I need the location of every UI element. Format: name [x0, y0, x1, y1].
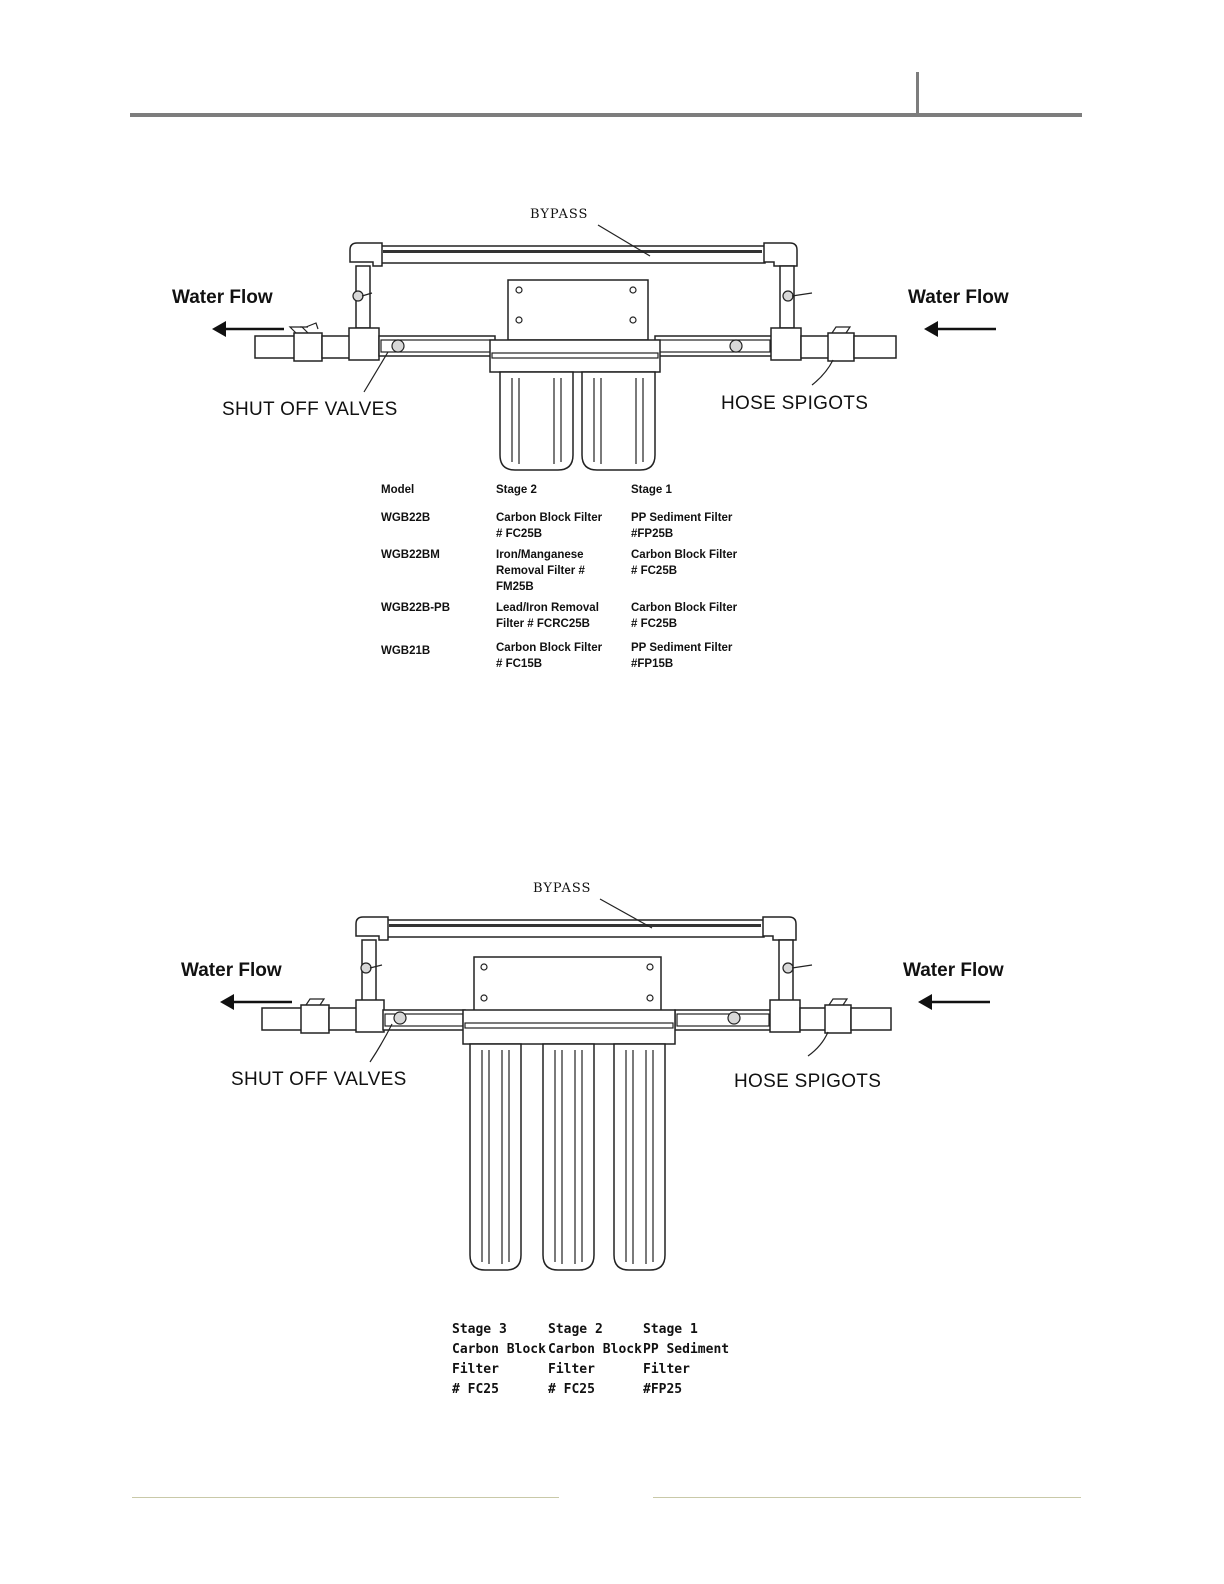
bypass-valve-left: [352, 290, 373, 302]
hose-leader: [811, 359, 834, 386]
table-cell-model: WGB21B: [381, 645, 431, 657]
header-rule: [130, 113, 1082, 117]
table-cell-stage-2: Carbon Block Filter # FC15B: [496, 642, 603, 670]
stage-1-description: Stage 1 PP Sediment Filter #FP25: [643, 1322, 730, 1397]
bypass-leader: [597, 224, 651, 257]
bypass-label: BYPASS: [533, 881, 592, 896]
main-pipe-right: [654, 326, 897, 362]
main-pipe-left: [261, 998, 466, 1034]
table-cell-stage-1: Carbon Block Filter # FC25B: [631, 602, 738, 630]
filter-housing-stage-2: [542, 1043, 595, 1271]
table-cell-stage-1: PP Sediment Filter #FP25B: [631, 512, 733, 540]
filter-housing-stage-2: [499, 371, 574, 471]
model-table: Model Stage 2 Stage 1 WGB22B Carbon Bloc…: [381, 482, 781, 682]
shut-off-valve-left: [393, 1011, 407, 1025]
water-flow-label-left: Water Flow: [181, 960, 282, 981]
footer-rule-left: [132, 1497, 559, 1498]
table-cell-stage-2: Iron/Manganese Removal Filter # FM25B: [496, 549, 585, 593]
mounting-bracket: [473, 956, 662, 1012]
bypass-valve-right: [782, 290, 813, 302]
filter-head: [489, 339, 661, 373]
shut-off-valve-left: [391, 339, 405, 353]
header-divider-tick: [916, 72, 919, 115]
filter-head: [462, 1009, 676, 1045]
table-cell-stage-2: Carbon Block Filter # FC25B: [496, 512, 603, 540]
shut-off-leader: [369, 1023, 393, 1063]
table-header-model: Model: [381, 484, 415, 496]
table-cell-stage-1: PP Sediment Filter #FP15B: [631, 642, 733, 670]
bypass-label: BYPASS: [530, 207, 589, 222]
table-cell-stage-1: Carbon Block Filter # FC25B: [631, 549, 738, 577]
filter-housing-stage-3: [469, 1043, 522, 1271]
filter-housing-stage-1: [581, 371, 656, 471]
stage-3-description: Stage 3 Carbon Block Filter # FC25: [452, 1322, 546, 1397]
footer-rule-right: [653, 1497, 1081, 1498]
shut-off-valves-label: SHUT OFF VALVES: [231, 1069, 407, 1090]
water-flow-label-left: Water Flow: [172, 287, 273, 308]
table-cell-model: WGB22B-PB: [381, 602, 451, 614]
table-cell-model: WGB22BM: [381, 549, 440, 561]
bypass-pipe: [355, 916, 797, 1003]
table-cell-model: WGB22B: [381, 512, 431, 524]
bypass-valve-right: [782, 962, 813, 974]
shut-off-leader: [363, 351, 389, 393]
shut-off-valve-right: [727, 1011, 741, 1025]
water-flow-label-right: Water Flow: [903, 960, 1004, 981]
bypass-valve-left: [360, 962, 383, 974]
water-flow-label-right: Water Flow: [908, 287, 1009, 308]
flow-arrow-right: [924, 321, 996, 337]
flow-arrow-right: [918, 994, 990, 1010]
filter-housing-stage-1: [613, 1043, 666, 1271]
hose-spigots-label: HOSE SPIGOTS: [721, 393, 869, 414]
main-pipe-right: [674, 998, 892, 1034]
table-header-stage-2: Stage 2: [496, 484, 537, 496]
bypass-leader: [599, 898, 653, 929]
table-header-stage-1: Stage 1: [631, 484, 672, 496]
mounting-bracket: [507, 279, 649, 341]
hose-leader: [807, 1031, 829, 1057]
flow-arrow-left: [220, 994, 292, 1010]
flow-arrow-left: [212, 321, 284, 337]
stage-2-description: Stage 2 Carbon Block Filter # FC25: [548, 1322, 642, 1397]
hose-spigots-label: HOSE SPIGOTS: [734, 1071, 882, 1092]
shut-off-valve-right: [729, 339, 743, 353]
table-cell-stage-2: Lead/Iron Removal Filter # FCRC25B: [496, 602, 599, 630]
shut-off-valves-label: SHUT OFF VALVES: [222, 399, 398, 420]
